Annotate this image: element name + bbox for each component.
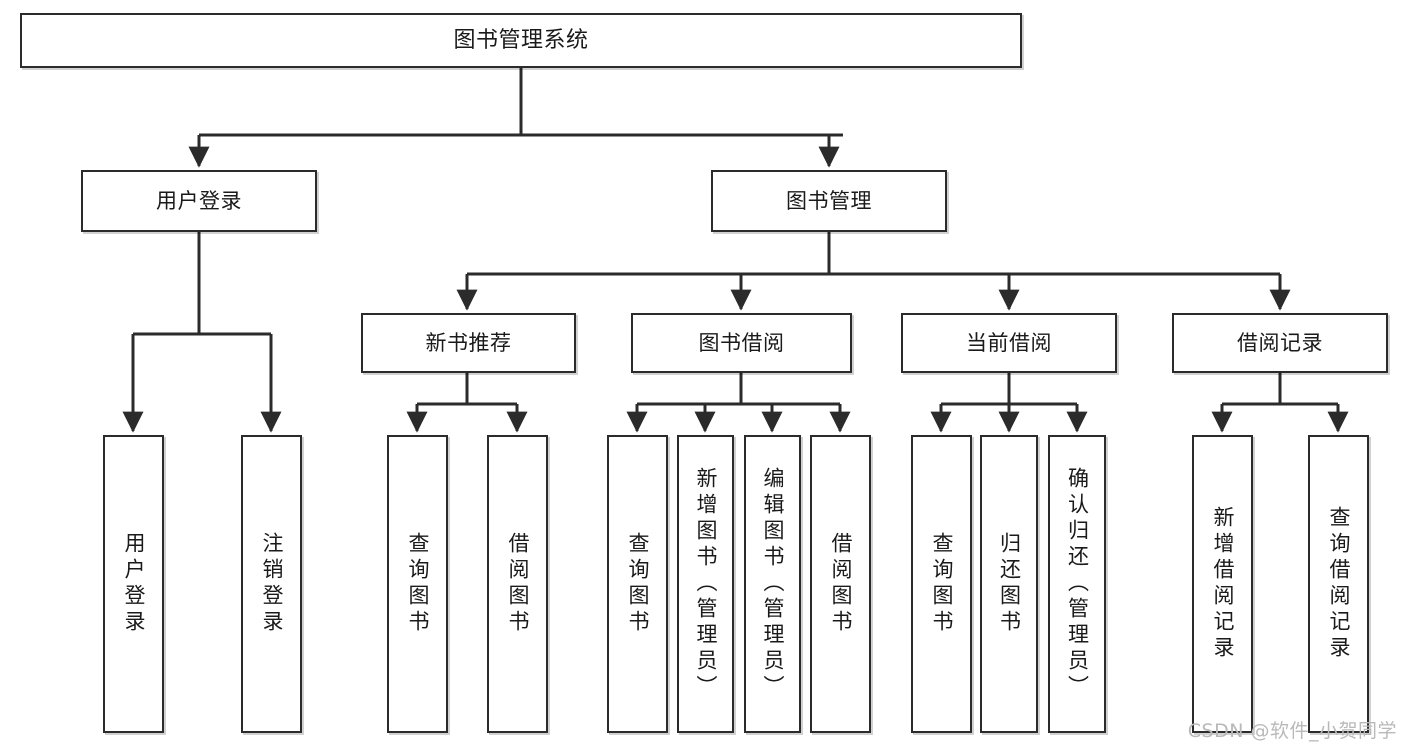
node-new-book-recommend[interactable]: 新书推荐 (361, 313, 576, 373)
node-label: 当前借阅 (966, 330, 1052, 355)
leaf-query-book-borrow[interactable]: 查询图书 (607, 435, 668, 733)
leaf-query-borrow-record[interactable]: 查询借阅记录 (1308, 435, 1369, 733)
leaf-label: 新增图书（管理员） (694, 467, 718, 701)
leaf-label: 查询图书 (626, 532, 650, 636)
leaf-label: 查询借阅记录 (1327, 506, 1351, 662)
node-label: 图书管理系统 (453, 27, 589, 53)
leaf-label: 借阅图书 (829, 532, 853, 636)
node-label: 用户登录 (156, 188, 242, 213)
leaf-label: 查询图书 (406, 532, 430, 636)
watermark-text: CSDN @软件_小贺同学 (1187, 720, 1397, 742)
node-root-system[interactable]: 图书管理系统 (20, 13, 1022, 68)
leaf-label: 借阅图书 (506, 532, 530, 636)
node-user-login[interactable]: 用户登录 (81, 170, 317, 232)
node-label: 图书管理 (786, 188, 872, 213)
leaf-label: 用户登录 (122, 532, 146, 636)
node-borrow-record[interactable]: 借阅记录 (1172, 313, 1388, 373)
leaf-add-borrow-record[interactable]: 新增借阅记录 (1192, 435, 1253, 733)
leaf-user-login[interactable]: 用户登录 (103, 435, 164, 733)
leaf-confirm-return-admin[interactable]: 确认归还（管理员） (1048, 435, 1106, 733)
leaf-add-book-admin[interactable]: 新增图书（管理员） (677, 435, 734, 733)
leaf-borrow-book-recommend[interactable]: 借阅图书 (487, 435, 548, 733)
leaf-query-book-current[interactable]: 查询图书 (911, 435, 972, 733)
leaf-label: 编辑图书（管理员） (761, 467, 785, 701)
node-book-management[interactable]: 图书管理 (711, 170, 947, 232)
leaf-label: 注销登录 (260, 532, 284, 636)
node-label: 借阅记录 (1237, 330, 1323, 355)
node-label: 新书推荐 (425, 330, 512, 355)
leaf-edit-book-admin[interactable]: 编辑图书（管理员） (744, 435, 801, 733)
leaf-logout-login[interactable]: 注销登录 (241, 435, 302, 733)
node-book-borrow[interactable]: 图书借阅 (631, 313, 852, 373)
node-current-borrow[interactable]: 当前借阅 (901, 313, 1117, 373)
leaf-label: 归还图书 (997, 532, 1022, 636)
leaf-return-book[interactable]: 归还图书 (980, 435, 1038, 733)
node-label: 图书借阅 (698, 330, 785, 355)
leaf-query-book-recommend[interactable]: 查询图书 (387, 435, 448, 733)
leaf-label: 查询图书 (930, 532, 954, 636)
leaf-label: 确认归还（管理员） (1065, 467, 1090, 701)
leaf-label: 新增借阅记录 (1211, 506, 1235, 662)
leaf-borrow-book[interactable]: 借阅图书 (810, 435, 871, 733)
